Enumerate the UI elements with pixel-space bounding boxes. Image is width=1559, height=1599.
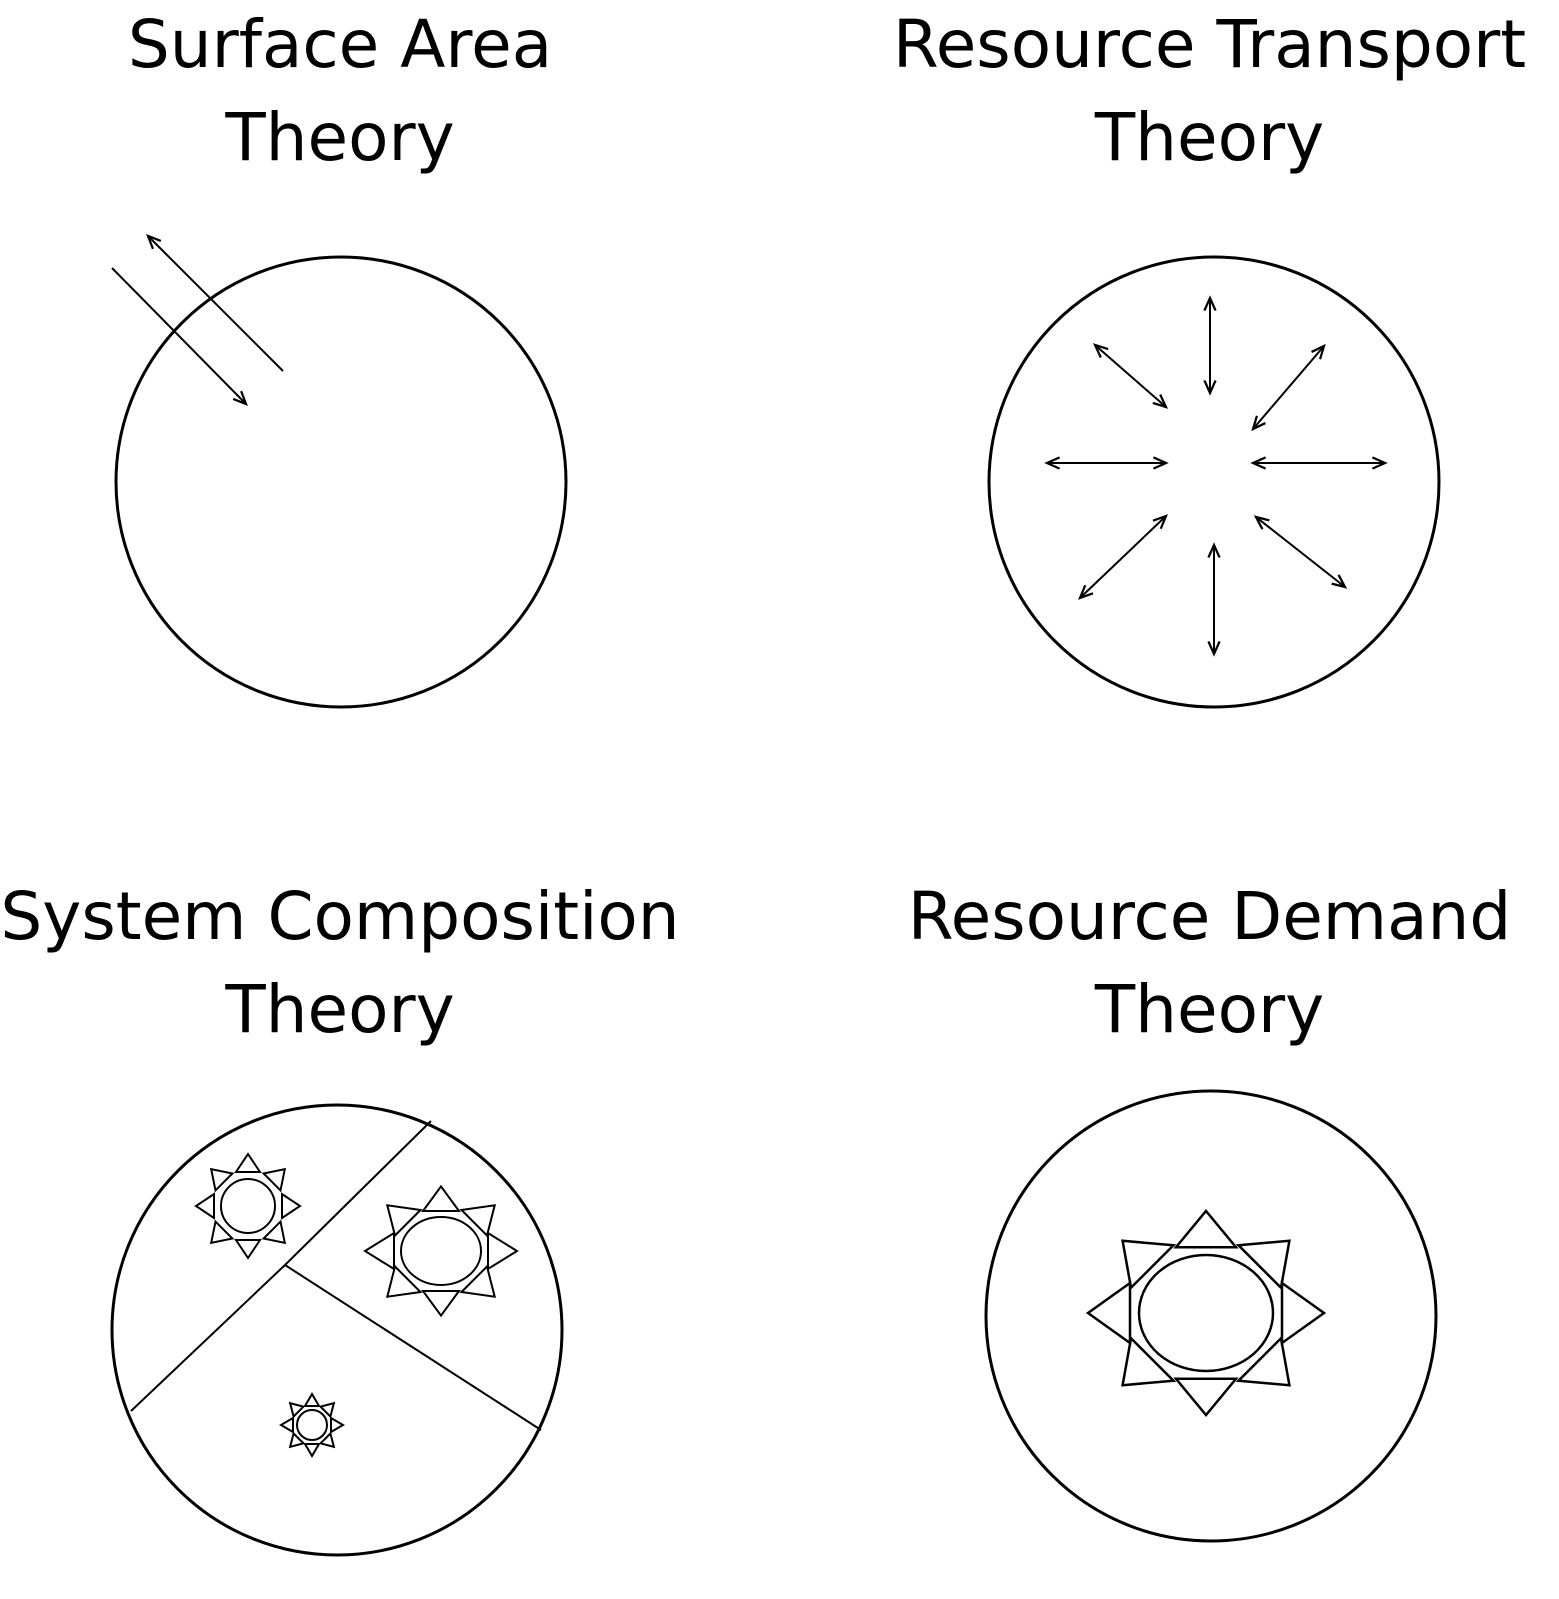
sun-ray: [1235, 1239, 1291, 1291]
sun-ray: [363, 1231, 395, 1271]
arrow-sw: [1078, 514, 1168, 600]
resource-transport-title-line1: Resource Transport: [892, 6, 1527, 83]
resource-demand-circle: [984, 1089, 1438, 1543]
sun-ray: [209, 1219, 235, 1245]
arrow-ne: [1251, 343, 1326, 432]
sun-body: [400, 1216, 482, 1286]
divider-line-top: [284, 1120, 432, 1266]
resource-transport-title: Resource Transport Theory: [860, 0, 1559, 184]
sun-ray: [318, 1431, 336, 1449]
system-composition-title: System Composition Theory: [0, 870, 680, 1056]
sun-ray: [421, 1184, 461, 1212]
medium-sun-icon: [363, 1184, 519, 1318]
sun-ray: [459, 1204, 497, 1238]
sun-ray: [1085, 1280, 1132, 1346]
resource-demand-title-line2: Theory: [1094, 971, 1325, 1048]
sun-ray: [1280, 1280, 1327, 1346]
sun-ray: [459, 1264, 497, 1298]
sun-body: [296, 1409, 328, 1441]
sun-ray: [209, 1167, 235, 1193]
sun-body: [220, 1178, 276, 1234]
surface-area-title-line1: Surface Area: [127, 6, 553, 83]
surface-area-title-line2: Theory: [225, 99, 455, 176]
sun-ray: [303, 1443, 321, 1458]
arrow-nw: [1092, 343, 1169, 409]
sun-ray: [279, 1416, 294, 1434]
sun-ray: [234, 1152, 262, 1173]
resource-transport-circle: [987, 255, 1441, 709]
divider-line-left: [130, 1264, 286, 1412]
sun-ray: [421, 1290, 461, 1318]
surface-area-panel: [111, 234, 568, 709]
sun-ray: [385, 1264, 423, 1298]
large-sun-icon: [1085, 1208, 1327, 1418]
sun-ray: [281, 1192, 302, 1220]
arrow-se: [1253, 515, 1348, 589]
system-composition-panel: [110, 1103, 564, 1557]
system-composition-title-line1: System Composition: [0, 878, 680, 955]
sun-ray: [487, 1231, 519, 1271]
sun-ray: [288, 1431, 306, 1449]
sun-ray: [194, 1192, 215, 1220]
surface-area-circle: [114, 255, 568, 709]
sun-ray: [330, 1416, 345, 1434]
sun-ray: [1121, 1239, 1177, 1291]
tiny-sun-icon: [279, 1392, 345, 1458]
sun-ray: [1173, 1377, 1239, 1418]
resource-transport-panel: [987, 255, 1441, 709]
surface-area-title: Surface Area Theory: [0, 0, 680, 184]
sun-ray: [288, 1401, 306, 1419]
outward-arrow: [146, 234, 284, 372]
sun-ray: [303, 1392, 321, 1407]
system-composition-title-line2: Theory: [225, 971, 455, 1048]
sun-ray: [318, 1401, 336, 1419]
inward-arrow: [111, 267, 248, 406]
resource-demand-title-line1: Resource Demand: [907, 878, 1512, 955]
sun-ray: [1121, 1335, 1177, 1387]
sun-ray: [234, 1239, 262, 1260]
divider-line-right: [284, 1264, 542, 1431]
sun-ray: [385, 1204, 423, 1238]
sun-ray: [1173, 1208, 1239, 1249]
sun-ray: [1235, 1335, 1291, 1387]
sun-ray: [261, 1219, 287, 1245]
resource-transport-title-line2: Theory: [1094, 99, 1325, 176]
resource-demand-panel: [984, 1089, 1438, 1543]
small-sun-icon: [194, 1152, 302, 1260]
sun-body: [1137, 1253, 1275, 1373]
system-composition-circle: [110, 1103, 564, 1557]
resource-demand-title: Resource Demand Theory: [860, 870, 1559, 1056]
sun-ray: [261, 1167, 287, 1193]
